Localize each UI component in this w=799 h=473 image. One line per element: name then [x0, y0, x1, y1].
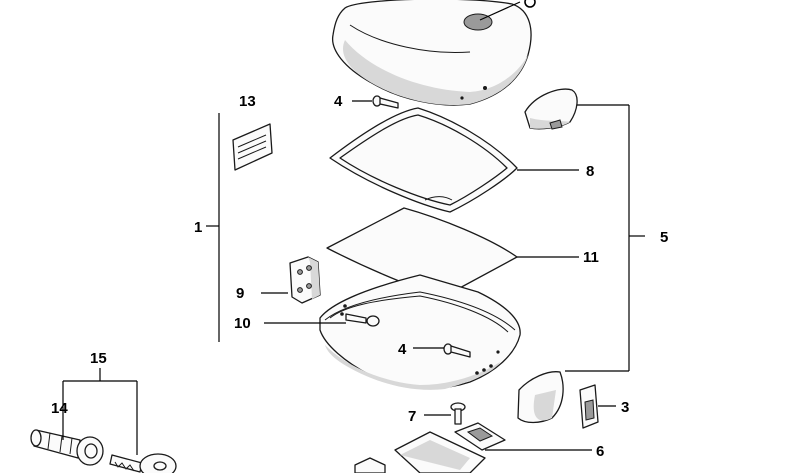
callout-11: 11	[583, 249, 599, 266]
callout-4-upper: 4	[334, 93, 343, 110]
latch-base	[354, 431, 486, 473]
label-sticker	[232, 123, 273, 171]
callout-15: 15	[90, 350, 107, 367]
bolt-upper	[372, 95, 399, 109]
callout-5: 5	[660, 229, 668, 246]
callout-3: 3	[621, 399, 629, 416]
case-lid	[332, 0, 532, 106]
callout-4-lower: 4	[398, 341, 407, 358]
bracket-5	[565, 104, 645, 372]
callout-7: 7	[408, 408, 416, 425]
key	[109, 453, 177, 473]
lid-knob-leader	[479, 0, 536, 21]
bolt-lower	[443, 343, 471, 358]
callout-6: 6	[596, 443, 604, 460]
callout-10: 10	[234, 315, 251, 332]
lid-seal	[329, 107, 518, 213]
screw-10	[340, 304, 380, 327]
case-body	[319, 274, 521, 390]
bracket-15	[62, 368, 138, 455]
clip-3	[579, 384, 599, 429]
screw-7	[450, 402, 466, 425]
bracket-1	[206, 113, 220, 342]
lock-cylinder	[30, 429, 104, 466]
leader-lines	[261, 100, 616, 451]
callout-9: 9	[236, 285, 244, 302]
hinge-plate	[289, 256, 321, 304]
callout-13: 13	[239, 93, 256, 110]
latch-plate	[454, 422, 506, 451]
lock-housing-lower	[517, 371, 564, 424]
callout-8: 8	[586, 163, 594, 180]
callout-1: 1	[194, 219, 202, 236]
callout-14: 14	[51, 400, 68, 417]
lock-housing-upper	[524, 88, 578, 130]
